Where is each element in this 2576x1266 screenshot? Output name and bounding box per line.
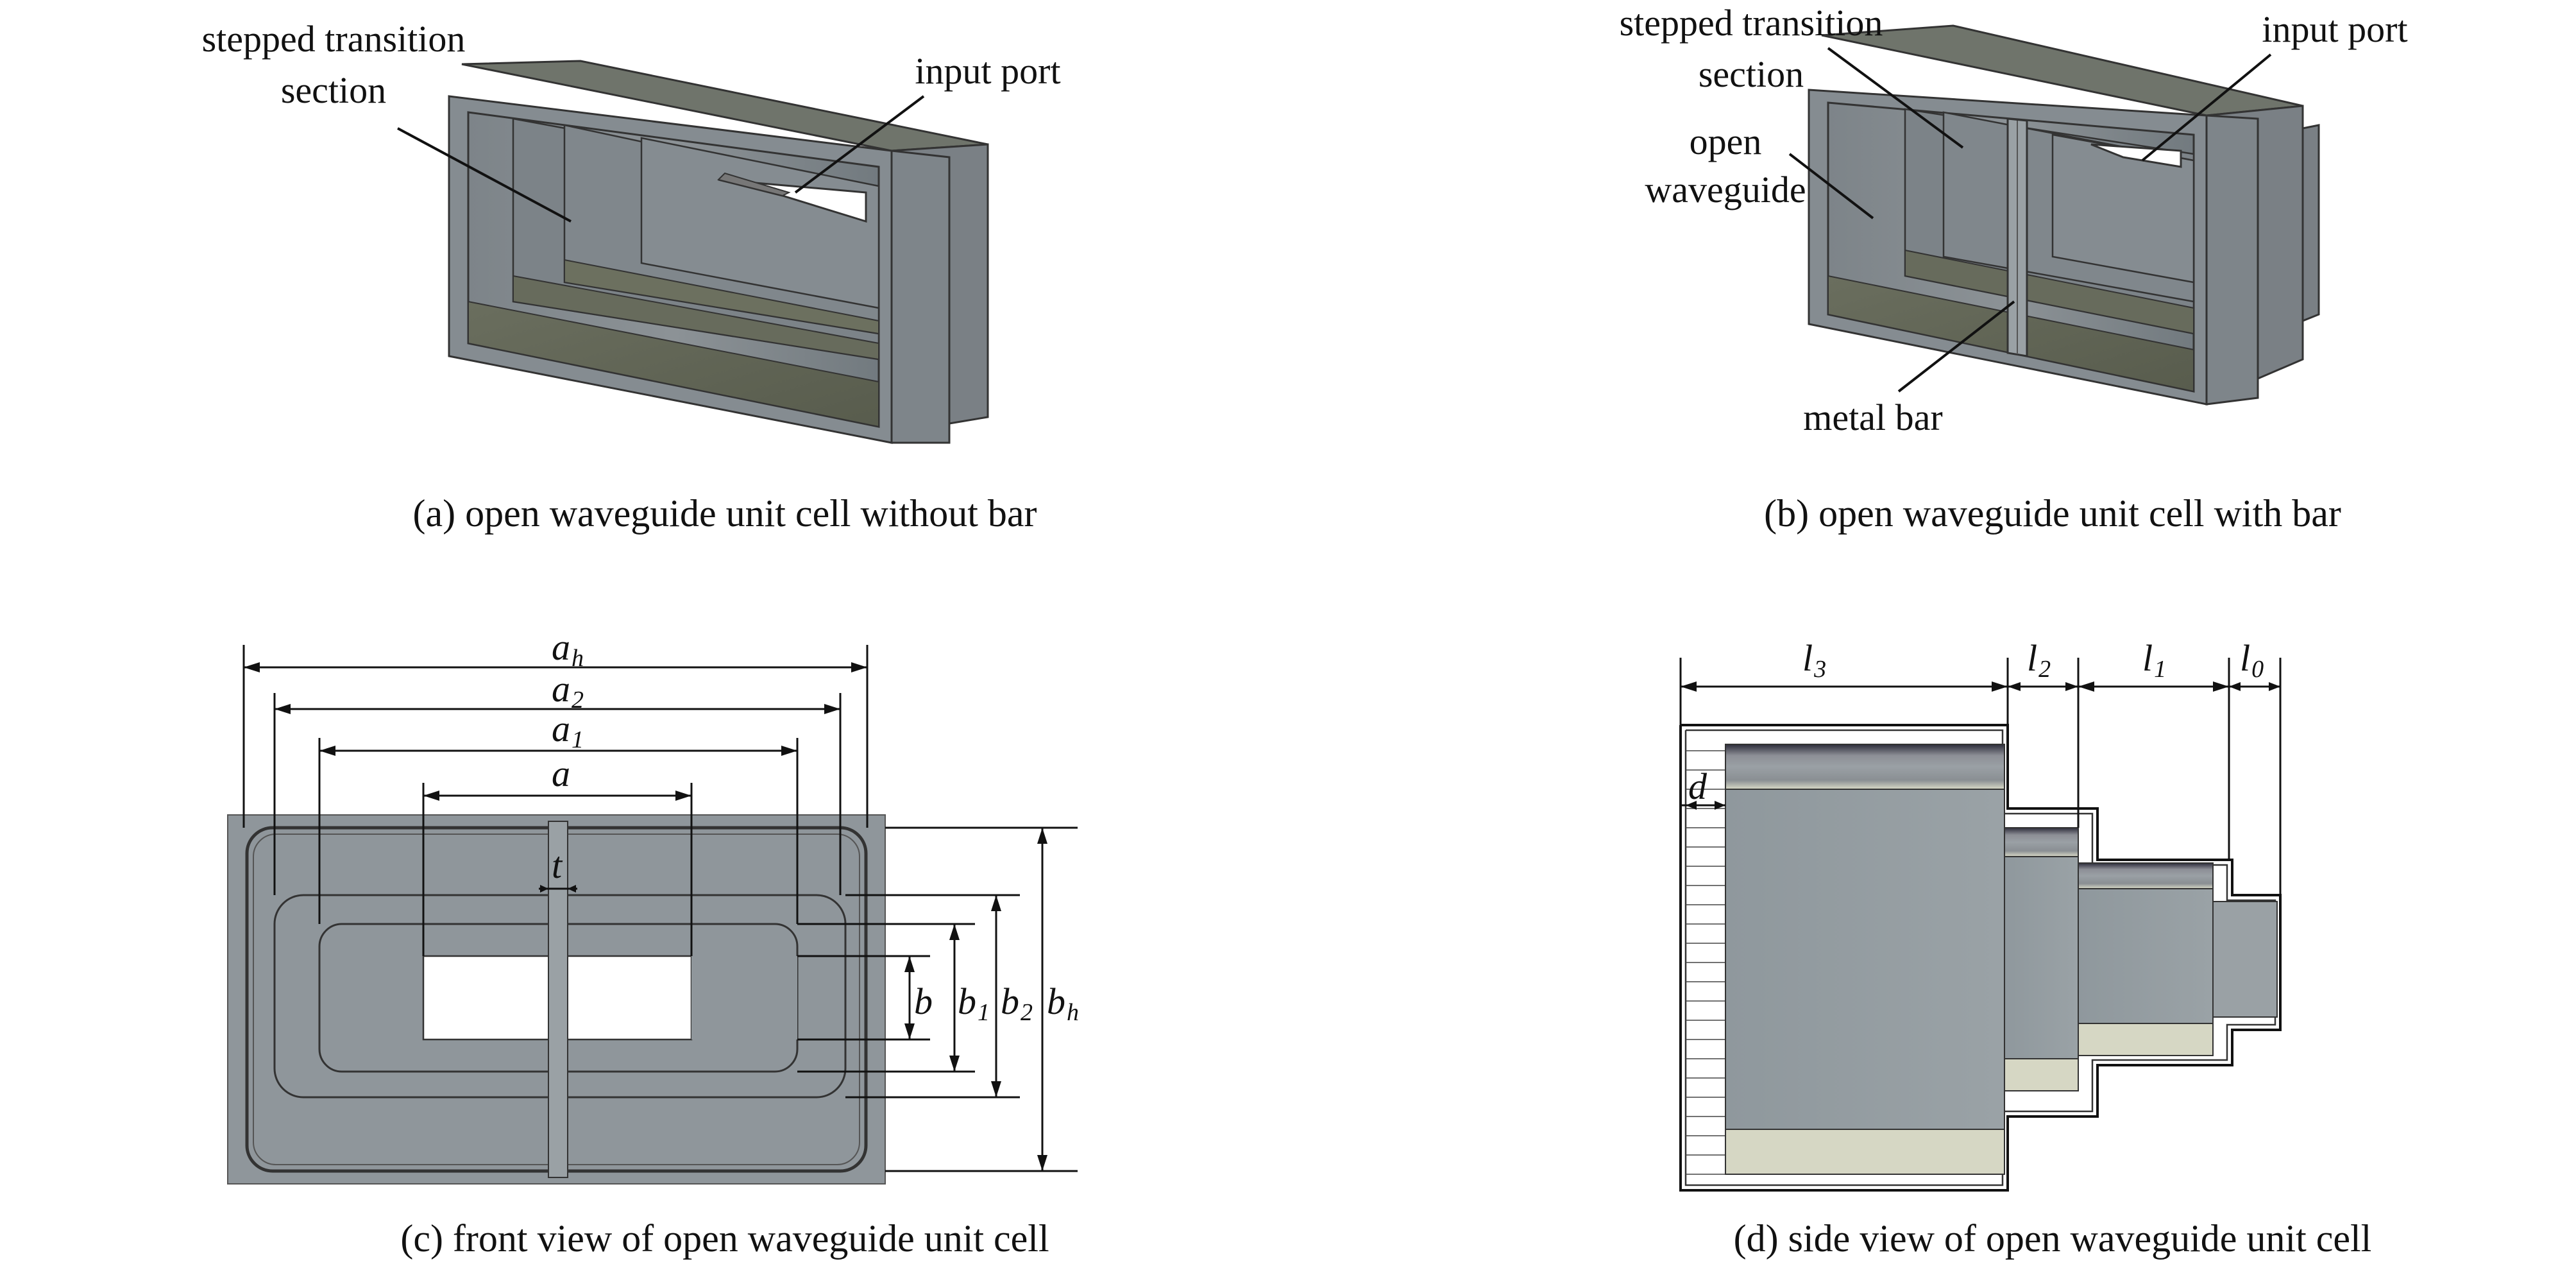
dim-l0: l0 xyxy=(2240,637,2264,683)
dimension-lines-c xyxy=(242,645,1078,1172)
caption-d: (d) side view of open waveguide unit cel… xyxy=(1734,1217,2372,1260)
dim-l1: l1 xyxy=(2142,637,2166,683)
svg-text:open: open xyxy=(1690,121,1762,162)
dimension-lines-d xyxy=(1679,658,2282,895)
label-stepped-transition-a: stepped transition section xyxy=(202,18,572,223)
caption-b: (b) open waveguide unit cell with bar xyxy=(1764,492,2341,535)
hatching xyxy=(1686,750,1725,1175)
label-input-port-a: input port xyxy=(794,50,1061,194)
dim-a2: a2 xyxy=(552,668,584,714)
svg-text:section: section xyxy=(1699,53,1804,95)
front-view-drawing xyxy=(227,814,886,1185)
dim-l2: l2 xyxy=(2027,637,2051,683)
dim-bh: bh xyxy=(1047,980,1079,1026)
label-open-waveguide-b: open waveguide xyxy=(1645,121,1874,219)
side-view-cylinders xyxy=(1725,744,2278,1175)
dimension-labels-c: ah a2 a1 a t b b1 b2 bh xyxy=(552,626,1079,1026)
dimension-labels-d: l3 l2 l1 l0 d xyxy=(1688,637,2264,807)
svg-text:section: section xyxy=(281,69,386,111)
leader-line xyxy=(1897,300,2015,393)
panel-b: stepped transition section open waveguid… xyxy=(1620,2,2408,535)
panel-c: ah a2 a1 a t b b1 b2 bh (c) front view o… xyxy=(227,626,1079,1260)
label-input-port-b: input port xyxy=(2141,8,2408,162)
dim-t: t xyxy=(552,844,563,886)
svg-text:waveguide: waveguide xyxy=(1645,169,1806,210)
leader-line xyxy=(397,127,572,223)
waveguide-cell-3d-b xyxy=(1808,24,2320,406)
svg-text:stepped transition: stepped transition xyxy=(202,18,466,60)
caption-a: (a) open waveguide unit cell without bar xyxy=(412,492,1037,535)
dim-a1: a1 xyxy=(552,708,584,753)
leader-line xyxy=(1788,153,1874,219)
dim-a: a xyxy=(552,753,570,794)
leader-line xyxy=(794,95,925,194)
dim-ah: ah xyxy=(552,626,584,672)
svg-text:input port: input port xyxy=(915,50,1060,92)
waveguide-cell-3d-a xyxy=(448,60,989,444)
svg-text:metal bar: metal bar xyxy=(1803,397,1942,438)
svg-text:input port: input port xyxy=(2262,8,2407,50)
label-metal-bar-b: metal bar xyxy=(1803,300,2015,438)
dim-b2: b2 xyxy=(1001,980,1033,1026)
panel-a: stepped transition section input port (a… xyxy=(202,18,1061,535)
dim-l3: l3 xyxy=(1802,637,1826,683)
dim-b: b xyxy=(914,980,933,1022)
label-stepped-transition-b: stepped transition section xyxy=(1620,2,1964,149)
dim-b1: b1 xyxy=(958,980,990,1026)
panel-d: l3 l2 l1 l0 d (d) side view of open wave… xyxy=(1679,637,2372,1260)
leader-line xyxy=(2141,53,2272,162)
svg-text:stepped transition: stepped transition xyxy=(1620,2,1883,44)
leader-line xyxy=(1827,47,1964,149)
caption-c: (c) front view of open waveguide unit ce… xyxy=(400,1217,1049,1260)
dim-d: d xyxy=(1688,766,1707,807)
